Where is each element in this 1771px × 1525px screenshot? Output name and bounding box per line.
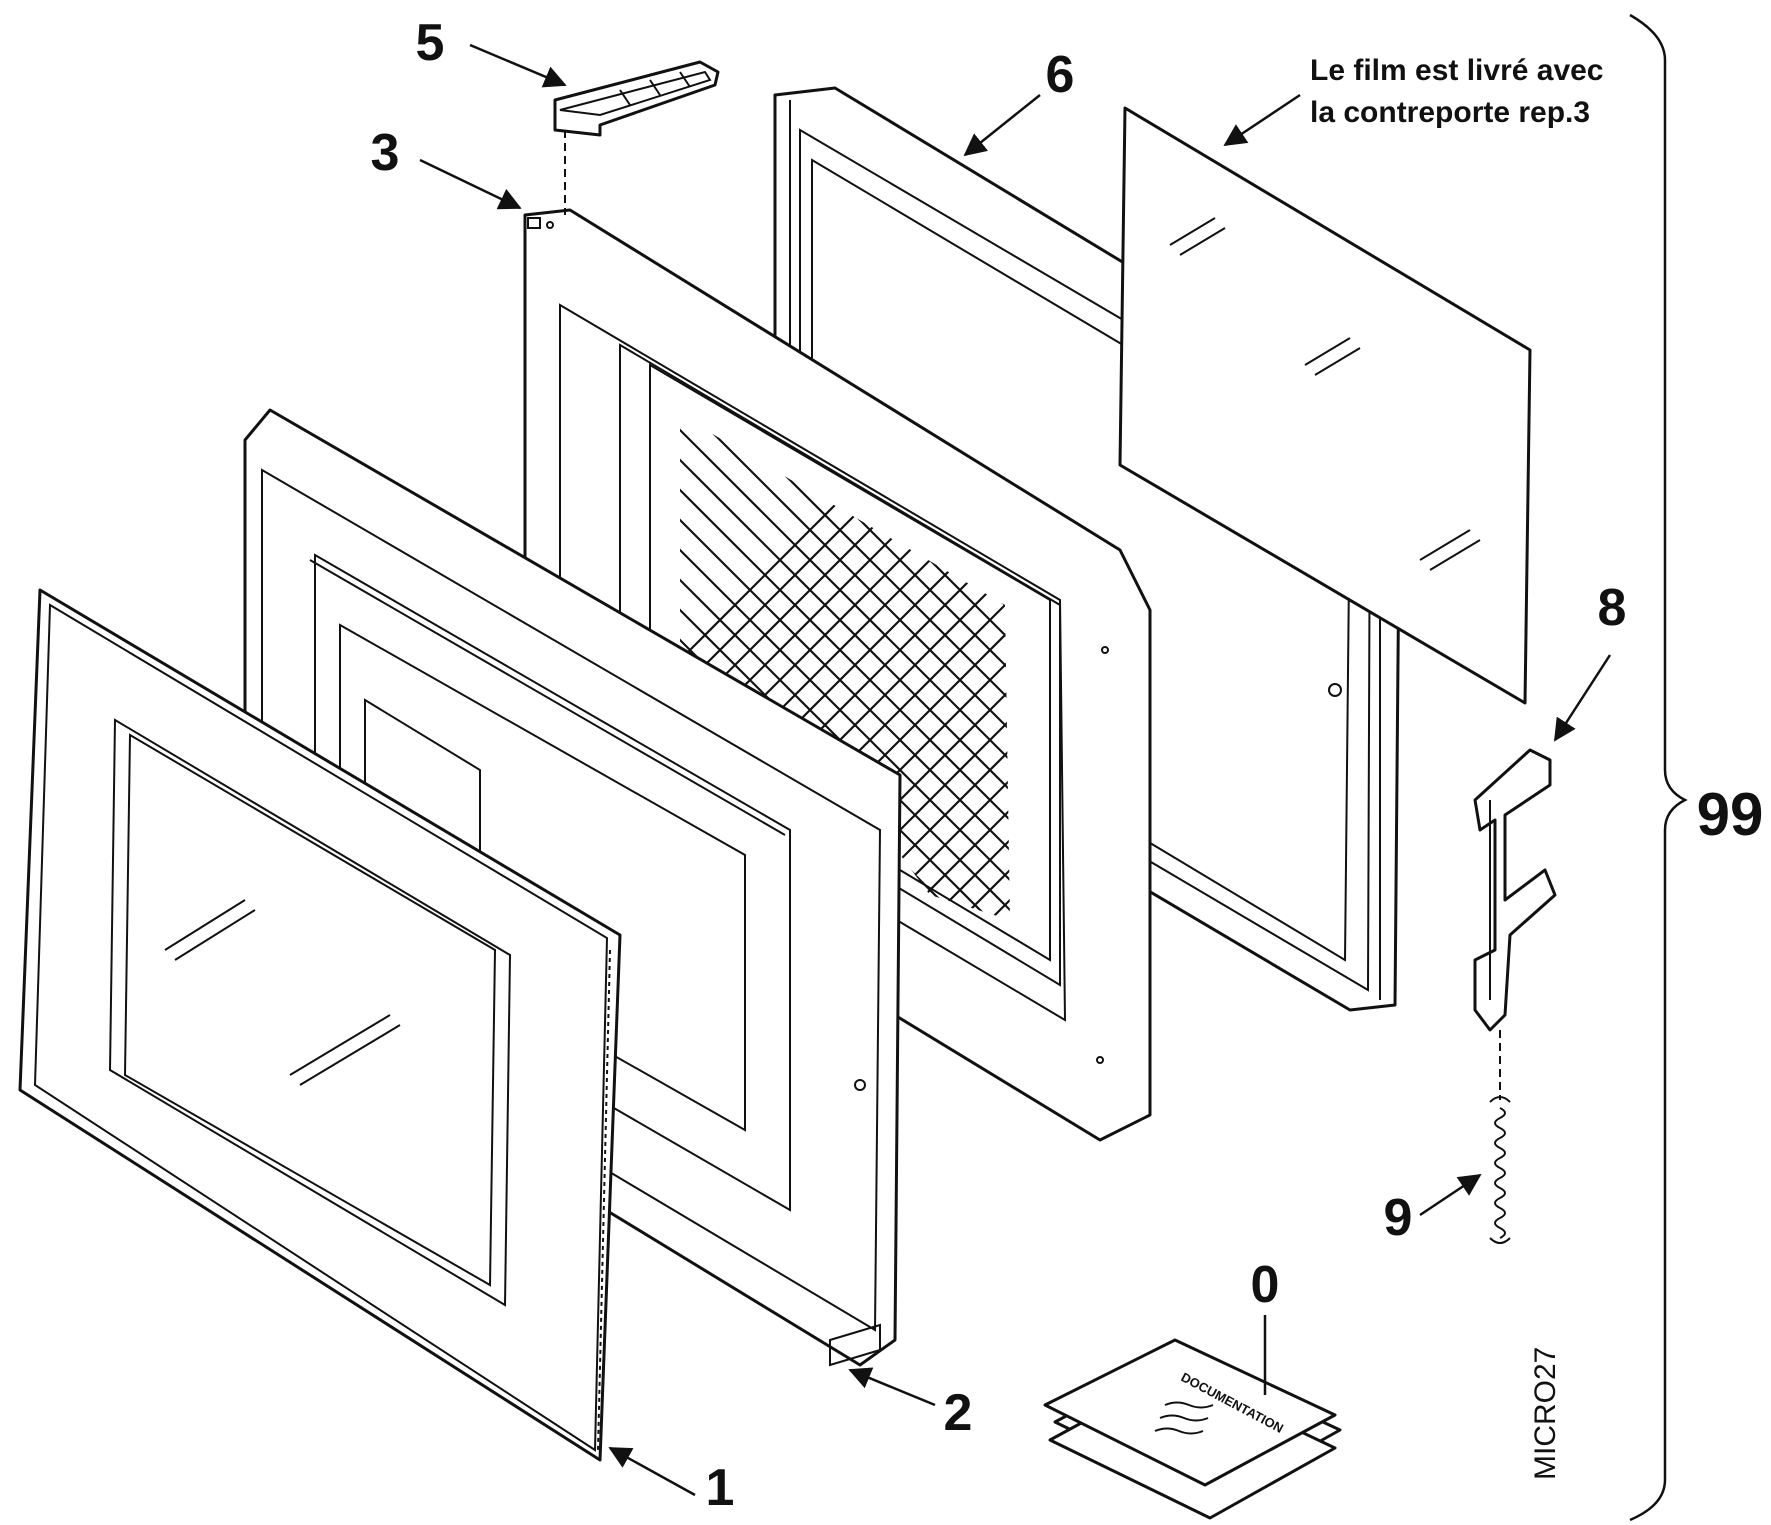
callout-99: 99 bbox=[1697, 781, 1764, 848]
note-line-2: la contreporte rep.3 bbox=[1310, 96, 1590, 129]
leader-lines bbox=[419, 43, 1612, 1497]
callout-0: 0 bbox=[1251, 1256, 1280, 1314]
spring-part-9 bbox=[1489, 1096, 1511, 1244]
note-line-1: Le film est livré avec bbox=[1310, 54, 1604, 87]
callout-5: 5 bbox=[416, 14, 445, 72]
film-sheet bbox=[1118, 106, 1532, 705]
assembly-bracket bbox=[1629, 13, 1688, 1522]
latch-lever-part-8 bbox=[1473, 748, 1557, 1100]
callout-2: 2 bbox=[944, 1384, 973, 1442]
hinge-bracket-part-5 bbox=[553, 60, 720, 215]
callout-3: 3 bbox=[371, 124, 400, 182]
front-panel-part-1 bbox=[18, 588, 622, 1462]
callout-9: 9 bbox=[1384, 1189, 1413, 1247]
callout-1: 1 bbox=[706, 1459, 735, 1517]
documentation-booklet-part-0: DOCUMENTATION bbox=[1043, 1338, 1342, 1520]
reference-code: MICRO27 bbox=[1529, 1347, 1562, 1480]
callout-8: 8 bbox=[1598, 579, 1627, 637]
callout-6: 6 bbox=[1046, 46, 1075, 104]
